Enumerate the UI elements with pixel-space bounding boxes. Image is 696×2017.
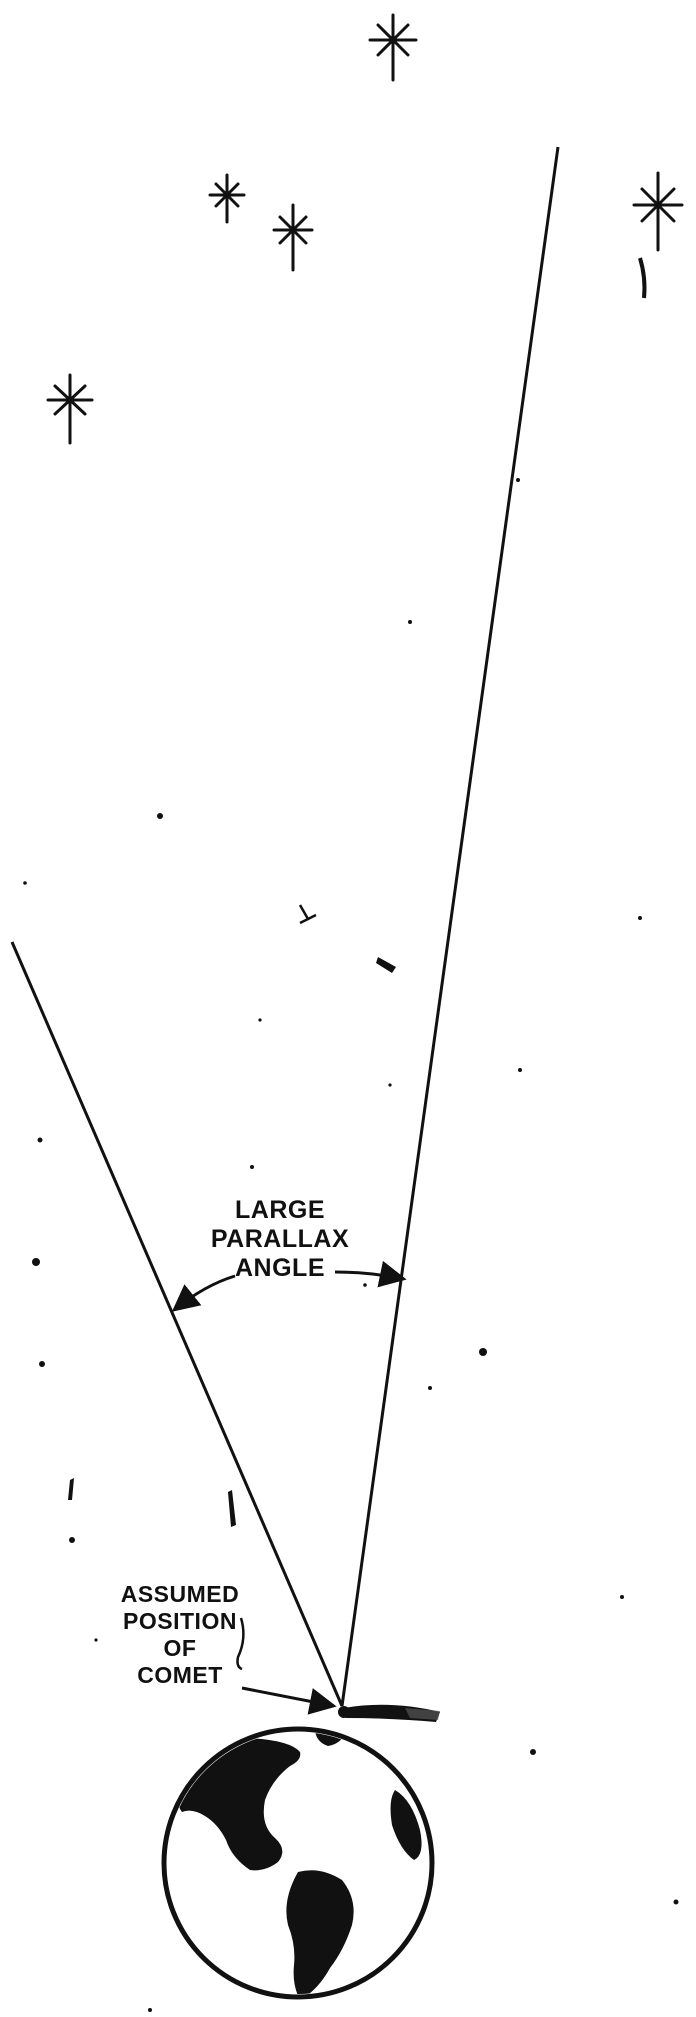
earth-icon [164, 1729, 432, 2000]
parallax-angle-label: LARGE PARALLAX ANGLE [200, 1196, 360, 1283]
comet-label-line: POSITION [100, 1608, 260, 1635]
star-icon [634, 173, 682, 250]
assumed-comet-position-label: ASSUMED POSITION OF COMET [100, 1581, 260, 1689]
comet-label-line: COMET [100, 1662, 260, 1689]
parallax-label-line: ANGLE [200, 1254, 360, 1283]
star-icon [48, 375, 92, 443]
parallax-label-line: LARGE [200, 1196, 360, 1225]
parallax-label-line: PARALLAX [200, 1225, 360, 1254]
star-icon [210, 175, 244, 222]
star-icon [274, 205, 312, 270]
star-icon [370, 15, 416, 80]
sight-line-right [342, 147, 558, 1706]
comet-label-line: OF [100, 1635, 260, 1662]
comet-pointer-arrow [242, 1688, 334, 1706]
comet-icon [338, 1705, 440, 1722]
comet-label-line: ASSUMED [100, 1581, 260, 1608]
